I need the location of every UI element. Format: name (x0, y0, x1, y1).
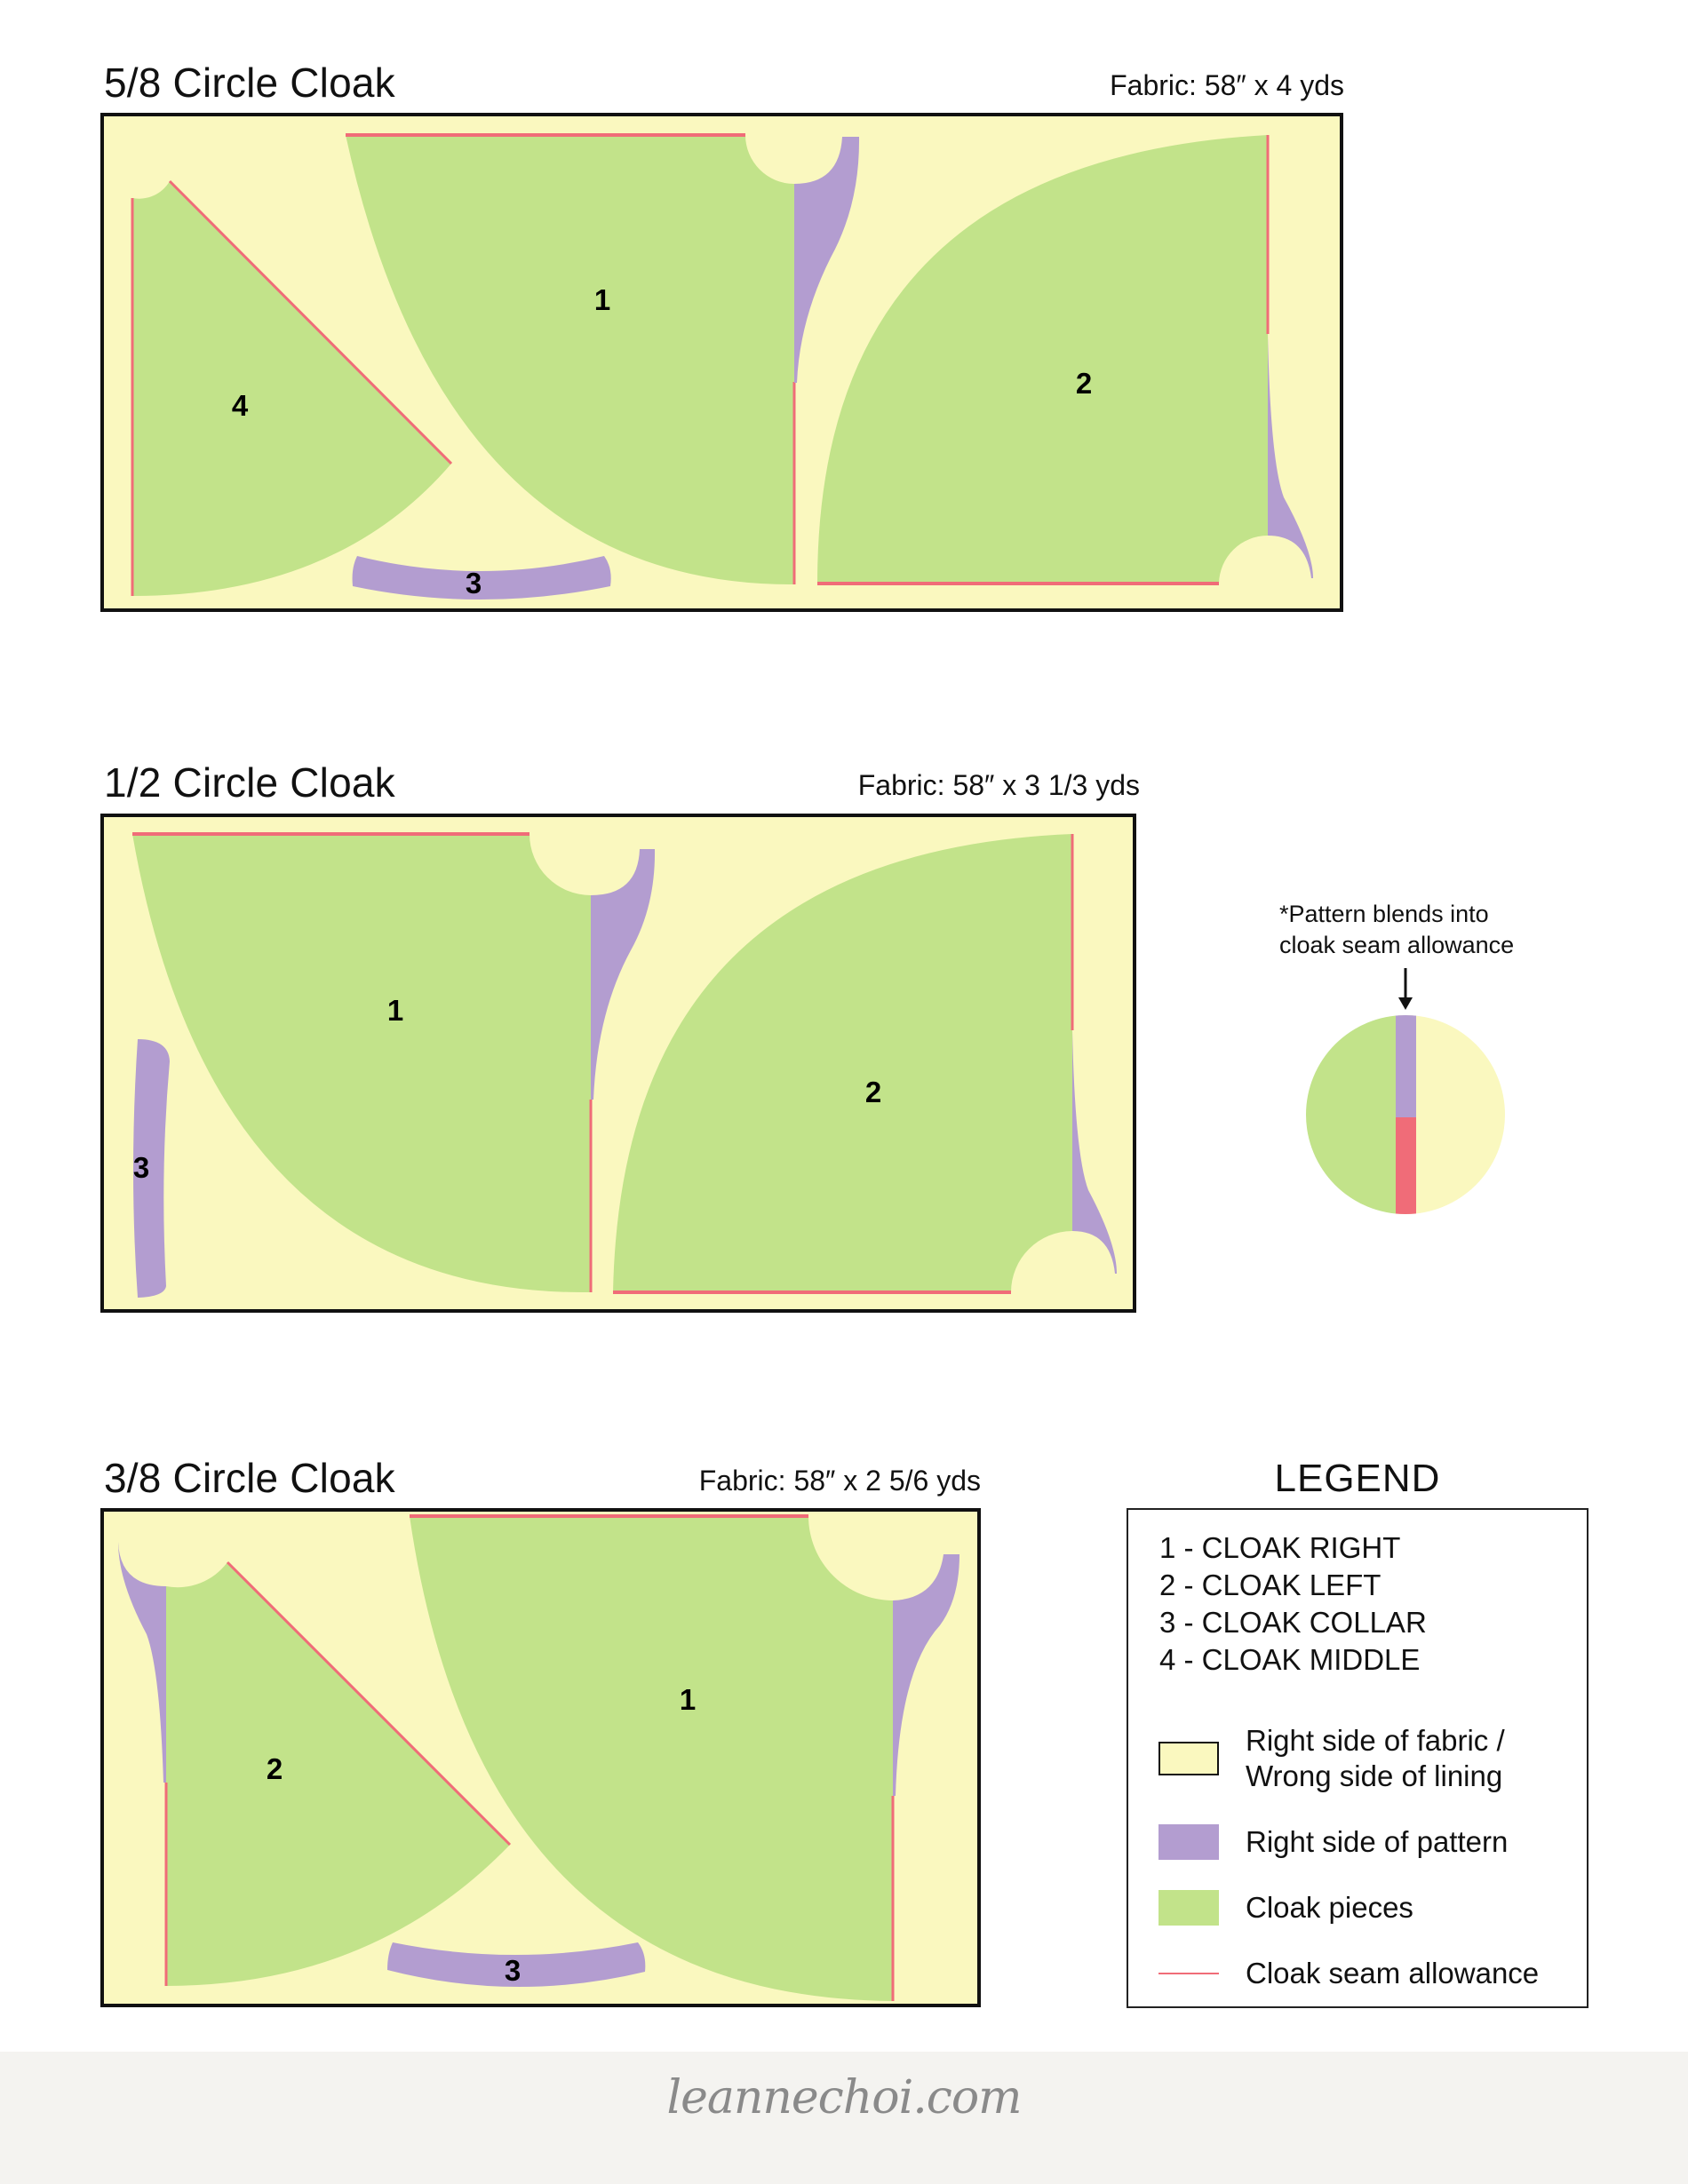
pattern-swatch (1159, 1824, 1219, 1860)
seam-note-line-1: *Pattern blends into (1279, 901, 1489, 927)
site-signature: leannechoi.com (666, 2071, 1023, 2124)
piece-number-1: 1 (387, 994, 403, 1027)
legend-key-cloak-pieces: Cloak pieces (1159, 1890, 1413, 1926)
legend-piece-3: 3 - CLOAK COLLAR (1159, 1606, 1427, 1639)
piece-3-cloak-collar (352, 556, 611, 600)
legend-key-seam-allowance: Cloak seam allowance (1159, 1956, 1539, 1991)
piece-number-2: 2 (267, 1752, 283, 1785)
legend-piece-4: 4 - CLOAK MIDDLE (1159, 1643, 1421, 1676)
seam-blend-diagram (1306, 968, 1505, 1214)
piece-1-cloak-right (410, 1516, 893, 2001)
seam-note: *Pattern blends into cloak seam allowanc… (1279, 899, 1514, 961)
legend-key-cloak-pieces-label: Cloak pieces (1246, 1891, 1413, 1924)
legend-key-fabric-line-2: Wrong side of lining (1246, 1759, 1503, 1792)
fabric-size-3-8: Fabric: 58″ x 2 5/6 yds (698, 1465, 981, 1497)
cutting-layout-3-8: 2 1 3 (100, 1508, 981, 2007)
legend-title: LEGEND (1274, 1457, 1441, 1500)
piece-number-3: 3 (466, 567, 482, 600)
arrow-down-icon (1398, 968, 1413, 1010)
piece-2-cloak-left (613, 834, 1072, 1292)
layout-title-5-8: 5/8 Circle Cloak (104, 60, 395, 106)
legend-key-pattern: Right side of pattern (1159, 1824, 1508, 1860)
pattern-strip (794, 137, 860, 383)
piece-number-2: 2 (865, 1076, 881, 1108)
piece-number-4: 4 (232, 389, 249, 422)
piece-2-cloak-left (817, 135, 1268, 584)
piece-2-cloak-left (166, 1562, 510, 1986)
pattern-strip (118, 1542, 166, 1783)
footer: leannechoi.com (0, 2052, 1688, 2184)
legend-piece-2: 2 - CLOAK LEFT (1159, 1569, 1381, 1601)
piece-3-cloak-collar (387, 1942, 646, 1988)
fabric-size-1-2: Fabric: 58″ x 3 1/3 yds (857, 769, 1140, 801)
legend-key-fabric-line-1: Right side of fabric / (1246, 1724, 1505, 1757)
legend-piece-1: 1 - CLOAK RIGHT (1159, 1531, 1401, 1564)
piece-number-1: 1 (594, 283, 610, 316)
piece-number-3: 3 (505, 1954, 521, 1987)
piece-1-cloak-right (132, 834, 591, 1293)
piece-3-cloak-collar (133, 1039, 170, 1298)
piece-number-3: 3 (133, 1151, 149, 1184)
pattern-strip (893, 1554, 959, 1796)
legend-piece-list: 1 - CLOAK RIGHT 2 - CLOAK LEFT 3 - CLOAK… (1159, 1529, 1427, 1679)
cutting-layout-5-8: 4 1 2 3 (100, 113, 1343, 612)
fabric-size-5-8: Fabric: 58″ x 4 yds (1110, 69, 1344, 101)
cutting-layout-5-8-drawing: 4 1 2 3 (131, 133, 1313, 600)
legend-key-pattern-label: Right side of pattern (1246, 1825, 1509, 1858)
seam-allowance-swatch (1159, 1957, 1219, 1990)
layout-title-1-2: 1/2 Circle Cloak (104, 759, 395, 806)
seam-allowance-line (226, 1561, 512, 1846)
layout-title-3-8: 3/8 Circle Cloak (104, 1455, 395, 1501)
piece-number-1: 1 (680, 1683, 696, 1716)
cutting-layout-3-8-drawing: 2 1 3 (118, 1514, 959, 2001)
piece-4-cloak-middle (132, 181, 451, 596)
pattern-strip (1072, 1030, 1117, 1274)
legend-key-seam-allowance-label: Cloak seam allowance (1246, 1957, 1540, 1989)
cutting-layout-1-2-drawing: 1 2 3 (132, 832, 1117, 1298)
seam-note-line-2: cloak seam allowance (1279, 932, 1515, 958)
cloak-piece-swatch (1159, 1890, 1219, 1926)
fabric-swatch (1159, 1742, 1219, 1775)
pattern-strip (591, 849, 656, 1100)
legend-key-fabric: Right side of fabric / Wrong side of lin… (1159, 1723, 1505, 1794)
piece-number-2: 2 (1076, 367, 1092, 400)
pattern-strip (1268, 334, 1313, 578)
cutting-layout-1-2: 1 2 3 (100, 814, 1136, 1313)
legend-box: 1 - CLOAK RIGHT 2 - CLOAK LEFT 3 - CLOAK… (1127, 1508, 1588, 2008)
seam-allowance-line (168, 179, 453, 465)
piece-1-cloak-right (346, 135, 794, 585)
